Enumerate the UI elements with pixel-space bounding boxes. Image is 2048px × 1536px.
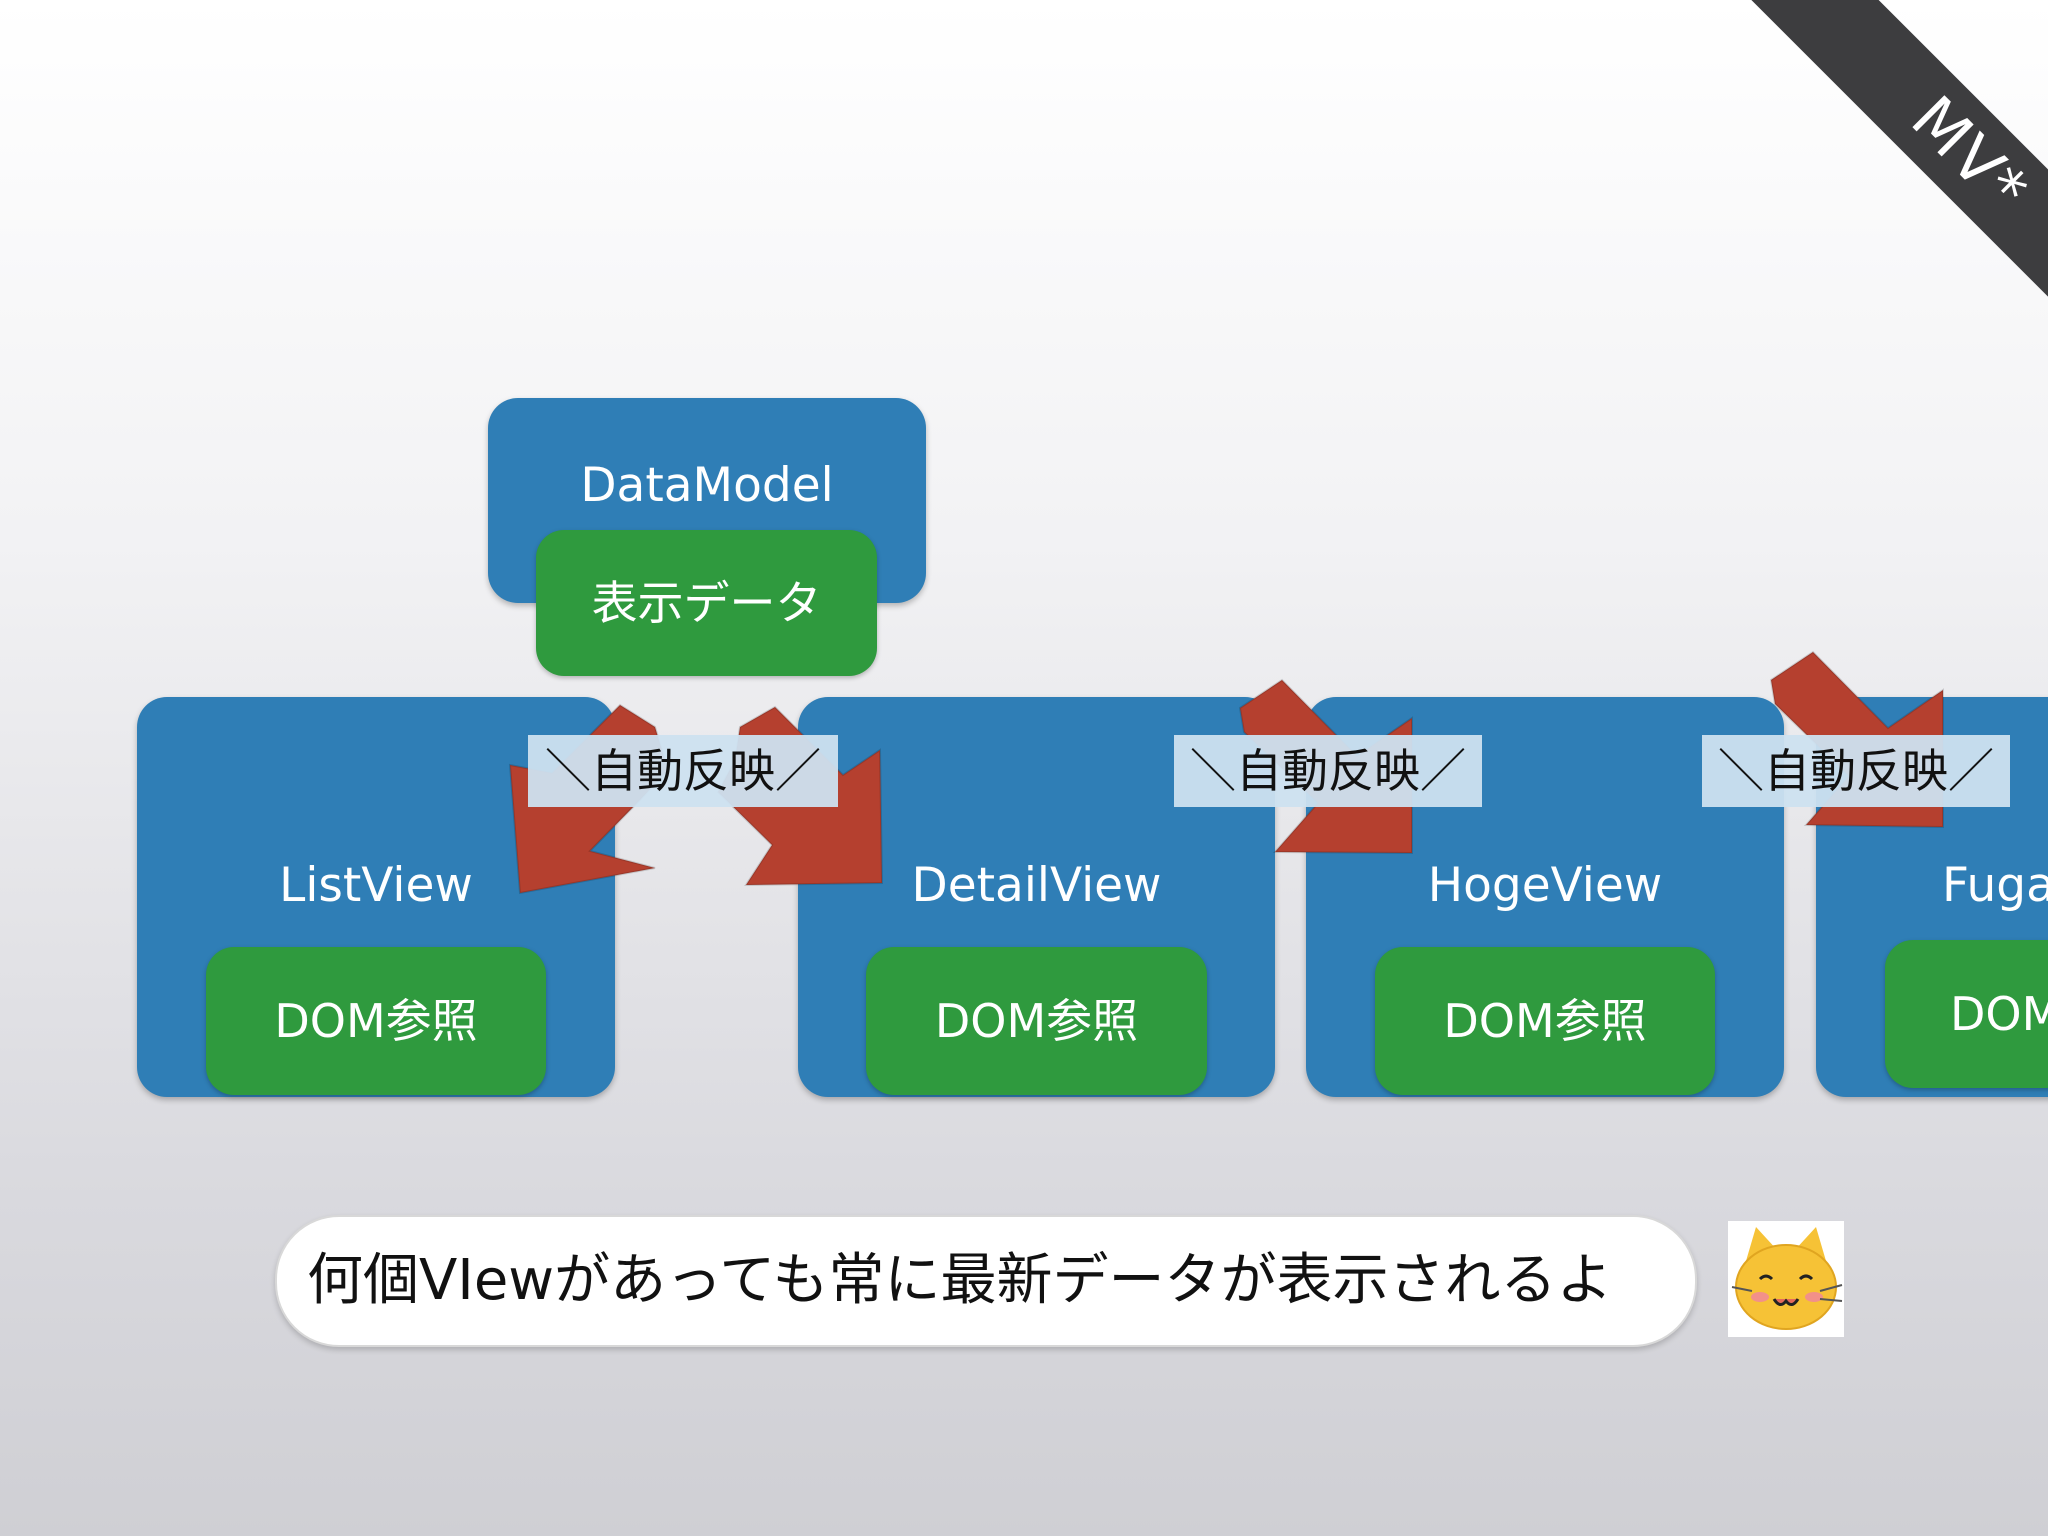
hogeview-dom-box: DOM参照 — [1375, 947, 1715, 1095]
auto-reflect-banner-3: ＼自動反映／ — [1702, 735, 2010, 807]
datamodel-title: DataModel — [580, 458, 834, 513]
detailview-title: DetailView — [911, 858, 1162, 913]
fugaview-title: Fuga — [1942, 858, 2048, 913]
detailview-dom-box: DOM参照 — [866, 947, 1207, 1095]
display-data-label: 表示データ — [591, 576, 822, 630]
caption-text: 何個VIewがあっても常に最新データが表示されるよ — [307, 1248, 1613, 1313]
listview-dom-box: DOM参照 — [206, 947, 546, 1095]
fugaview-dom-box: DOM — [1885, 940, 2048, 1088]
display-data-box: 表示データ — [536, 530, 877, 676]
fugaview-dom-label: DOM — [1950, 987, 2048, 1041]
auto-reflect-banner-2: ＼自動反映／ — [1174, 735, 1482, 807]
detailview-dom-label: DOM参照 — [934, 994, 1139, 1048]
auto-reflect-banner-1: ＼自動反映／ — [528, 735, 838, 807]
hogeview-title: HogeView — [1427, 858, 1663, 913]
listview-dom-label: DOM参照 — [274, 994, 478, 1048]
hogeview-dom-label: DOM参照 — [1443, 994, 1647, 1048]
caption-bubble: 何個VIewがあっても常に最新データが表示されるよ — [275, 1215, 1697, 1347]
cat-face-icon — [1728, 1221, 1844, 1337]
listview-title: ListView — [279, 858, 473, 913]
